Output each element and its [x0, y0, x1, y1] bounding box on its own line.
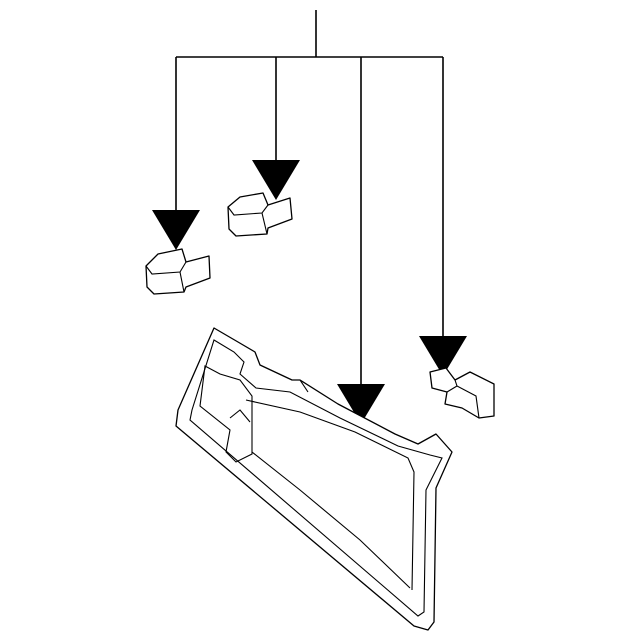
- clip-upper-left-body: [227, 192, 293, 237]
- bracket-pocket: [199, 365, 253, 463]
- clip-right-body: [429, 367, 495, 419]
- clip-right-edge: [446, 385, 458, 393]
- bracket-recess-bottom: [251, 451, 411, 589]
- clip-icon: [227, 192, 293, 237]
- bracket-recess-top: [245, 399, 415, 591]
- clip-icon: [429, 367, 495, 419]
- clip-lower-left-edge: [179, 271, 185, 293]
- clip-icon: [145, 248, 211, 295]
- clip-upper-left-edge: [261, 212, 268, 235]
- arrowheads: [152, 160, 467, 424]
- bracket-outer: [175, 327, 453, 631]
- arrowhead-clip-lower-left: [152, 210, 200, 250]
- clip-right-face: [454, 379, 480, 419]
- arrowhead-main-bracket: [337, 384, 385, 424]
- bracket-pocket-detail: [229, 409, 251, 423]
- clip-lower-left-face: [145, 261, 187, 275]
- leader-lines: [175, 10, 444, 386]
- bracket-panel-icon: [175, 327, 453, 631]
- arrowhead-clip-right: [419, 336, 467, 376]
- clip-upper-left-face: [227, 204, 269, 216]
- bracket-inner-rim: [189, 339, 443, 617]
- arrowhead-clip-upper-left: [252, 160, 300, 200]
- bracket-notch: [299, 379, 309, 393]
- clip-lower-left-body: [145, 248, 211, 295]
